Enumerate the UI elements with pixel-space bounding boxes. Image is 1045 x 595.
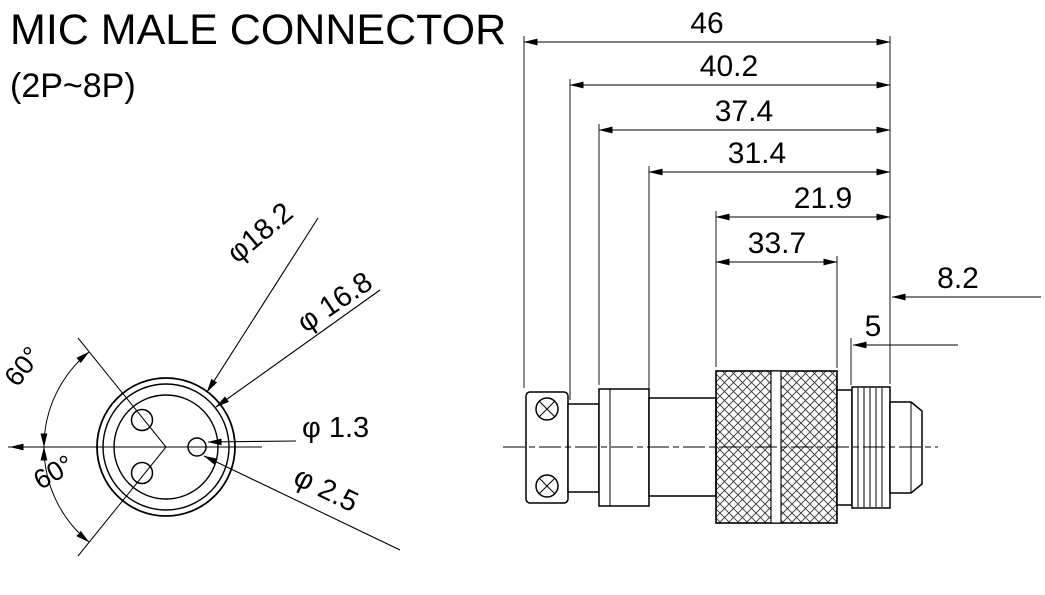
label-hole-diameter: φ 2.5: [289, 461, 363, 519]
dim-5: 5: [865, 310, 882, 343]
label-shell-diameter: φ 16.8: [291, 266, 378, 339]
dim-31-4: 31.4: [728, 137, 786, 170]
label-angle-upper: 60°: [0, 341, 47, 392]
dim-overall-length: 46: [690, 7, 723, 40]
dim-8-2: 8.2: [937, 262, 979, 295]
pin-bottom-left: [130, 461, 154, 485]
dimension-lines: [523, 38, 1041, 349]
dim-33-7: 33.7: [748, 227, 806, 260]
angle-dimension-arcs: [40, 351, 90, 543]
dim-40-2: 40.2: [700, 50, 758, 83]
side-view: 46 40.2 37.4 31.4 21.9 33.7 8.2 5: [503, 7, 1041, 524]
drawing-title: MIC MALE CONNECTOR: [10, 6, 506, 54]
rear-barrel: [567, 403, 600, 493]
clamp-screw-bottom: [535, 474, 559, 498]
label-angle-lower: 60°: [28, 449, 78, 495]
dim-37-4: 37.4: [715, 95, 773, 128]
clamp-screw-top: [535, 397, 559, 421]
label-pin-diameter: φ 1.3: [302, 412, 369, 444]
drawing-subtitle: (2P~8P): [10, 67, 136, 105]
front-view-leaders: [203, 217, 401, 551]
front-view-centerlines: [8, 337, 262, 557]
dim-21-9: 21.9: [794, 182, 852, 215]
front-view: φ18.2 φ 16.8 φ 1.3 φ 2.5 60° 60°: [0, 197, 401, 557]
title-block: MIC MALE CONNECTOR (2P~8P): [10, 6, 506, 105]
pin-top-left: [130, 408, 154, 432]
label-outer-diameter: φ18.2: [221, 197, 299, 270]
extension-lines: [523, 36, 891, 400]
